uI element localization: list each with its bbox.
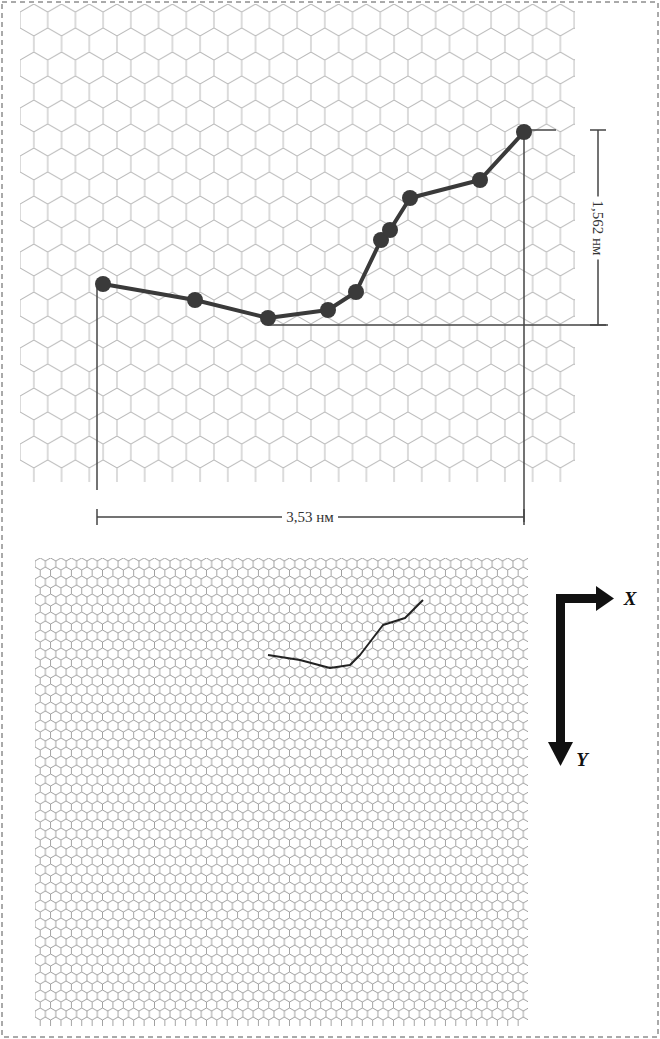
dimension-lines [97,130,608,525]
crack-path [103,132,524,318]
axis-arrows [548,586,614,766]
atom-dots [95,124,532,326]
axis-label: Y [572,749,592,772]
graphene-lattice [35,558,528,1026]
dimension-label: 3,53 нм [282,508,338,526]
graphene-lattice [20,4,575,482]
crack-path [268,600,423,668]
dimension-label: 1,562 нм [589,196,607,259]
axis-label: X [620,588,641,611]
